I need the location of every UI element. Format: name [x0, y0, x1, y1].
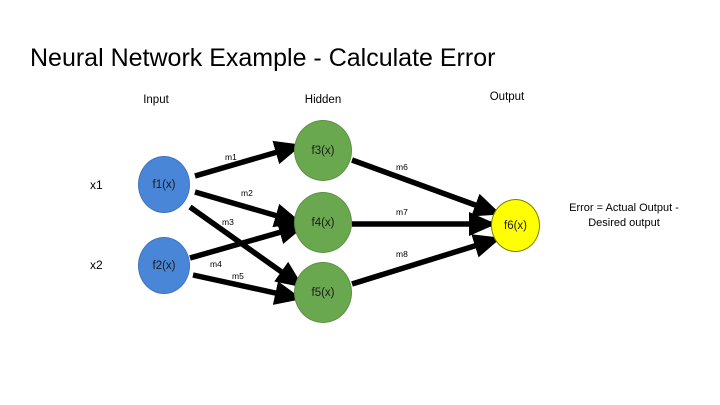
error-formula-line-2: Desired output	[588, 217, 660, 229]
edge-m3	[188, 204, 304, 288]
page-title: Neural Network Example - Calculate Error	[30, 44, 496, 72]
weight-label-m6: m6	[396, 162, 408, 172]
edge-m2	[194, 189, 303, 228]
node-f1-label: f1(x)	[152, 178, 176, 191]
input-signal-x2: x2	[90, 258, 103, 272]
weight-label-m2: m2	[241, 188, 253, 198]
input-signal-x1: x1	[90, 178, 103, 192]
node-f2-label: f2(x)	[152, 259, 176, 272]
error-formula-line-1: Error = Actual Output -	[569, 202, 679, 214]
edge-m6	[351, 157, 502, 217]
node-f4-label: f4(x)	[311, 216, 335, 229]
weight-label-m8: m8	[396, 249, 408, 259]
layer-label-input: Input	[143, 94, 169, 106]
node-f5[interactable]: f5(x)	[294, 262, 352, 323]
node-f3[interactable]: f3(x)	[294, 120, 352, 181]
weight-label-m3: m3	[222, 217, 234, 227]
weight-label-m7: m7	[396, 207, 408, 217]
weight-label-m4: m4	[210, 259, 222, 269]
layer-label-output: Output	[489, 91, 525, 103]
weight-label-m1: m1	[225, 152, 237, 162]
node-f3-label: f3(x)	[311, 144, 335, 157]
edge-m4	[189, 220, 307, 261]
edge-m8	[351, 234, 502, 287]
error-formula-annotation: Error = Actual Output - Desired output	[548, 201, 700, 231]
weight-label-m5: m5	[232, 271, 244, 281]
layer-label-hidden: Hidden	[304, 94, 342, 106]
edge-m5	[192, 272, 303, 305]
node-f1[interactable]: f1(x)	[138, 156, 190, 213]
node-f2[interactable]: f2(x)	[138, 237, 190, 294]
node-f6-label: f6(x)	[504, 219, 527, 232]
node-f6[interactable]: f6(x)	[491, 199, 540, 252]
edge-m1	[194, 140, 303, 179]
node-f5-label: f5(x)	[311, 286, 335, 299]
node-f4[interactable]: f4(x)	[294, 192, 352, 253]
